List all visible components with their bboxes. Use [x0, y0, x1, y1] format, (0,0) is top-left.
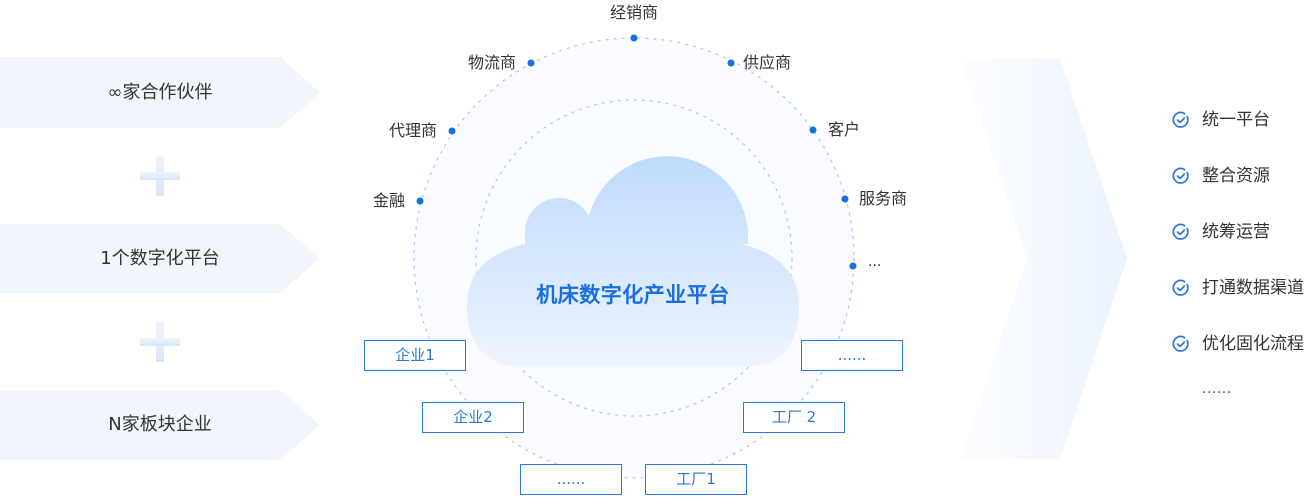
ring-label-dealer: 经销商: [609, 3, 658, 22]
check-circle-icon: [1172, 223, 1189, 240]
band-partners: [0, 57, 320, 128]
ring-label-customer: 客户: [828, 120, 861, 139]
dot-dealer: [630, 34, 638, 42]
dot-agent: [448, 127, 456, 135]
check-circle-icon: [1172, 111, 1189, 128]
check-circle-icon: [1172, 335, 1189, 352]
dot-finance: [416, 197, 424, 205]
box-factory-more: ......: [801, 340, 903, 371]
benefit-item: 统一平台: [1172, 108, 1270, 132]
platform-title: 机床数字化产业平台: [536, 283, 730, 307]
benefit-label: 统一平台: [1202, 110, 1270, 130]
dot-service: [841, 195, 849, 203]
ring-node-dots: [416, 34, 857, 270]
benefit-item: 优化固化流程: [1172, 332, 1304, 356]
benefit-label: 统筹运营: [1202, 222, 1270, 242]
band-enterprises: [0, 390, 320, 460]
benefit-label: 打通数据渠道: [1202, 278, 1304, 298]
dot-more: [849, 262, 857, 270]
ring-label-logistics: 物流商: [467, 53, 516, 72]
check-circle-icon: [1172, 167, 1189, 184]
ring-label-agent: 代理商: [388, 121, 437, 140]
benefit-label: 整合资源: [1202, 166, 1270, 186]
dot-customer: [809, 126, 817, 134]
benefit-label: 优化固化流程: [1202, 334, 1304, 354]
box-enterprise-more: ......: [520, 464, 622, 495]
benefit-more: ......: [1202, 381, 1232, 397]
band-label-partners: ∞家合作伙伴: [107, 82, 213, 103]
cloud-icon: [467, 156, 799, 367]
ring-label-more: ...: [868, 254, 882, 270]
band-platform: [0, 224, 320, 293]
result-chevron: [960, 58, 1127, 459]
check-circle-icon: [1172, 279, 1189, 296]
benefit-item: 打通数据渠道: [1172, 276, 1304, 300]
box-enterprise-1: 企业1: [364, 340, 466, 371]
dot-supplier: [727, 59, 735, 67]
band-label-platform: 1个数字化平台: [100, 248, 220, 269]
benefit-item: 统筹运营: [1172, 220, 1270, 244]
box-enterprise-2: 企业2: [422, 402, 524, 433]
ring-label-supplier: 供应商: [743, 53, 792, 72]
plus-icon: [140, 156, 180, 196]
dot-logistics: [527, 59, 535, 67]
box-factory-2: 工厂 2: [743, 402, 845, 433]
benefit-item: 整合资源: [1172, 164, 1270, 188]
band-label-enterprises: N家板块企业: [108, 414, 212, 435]
plus-icon: [140, 322, 180, 362]
ring-label-service: 服务商: [859, 189, 908, 208]
box-factory-1: 工厂1: [645, 464, 747, 495]
ring-label-finance: 金融: [372, 191, 405, 210]
